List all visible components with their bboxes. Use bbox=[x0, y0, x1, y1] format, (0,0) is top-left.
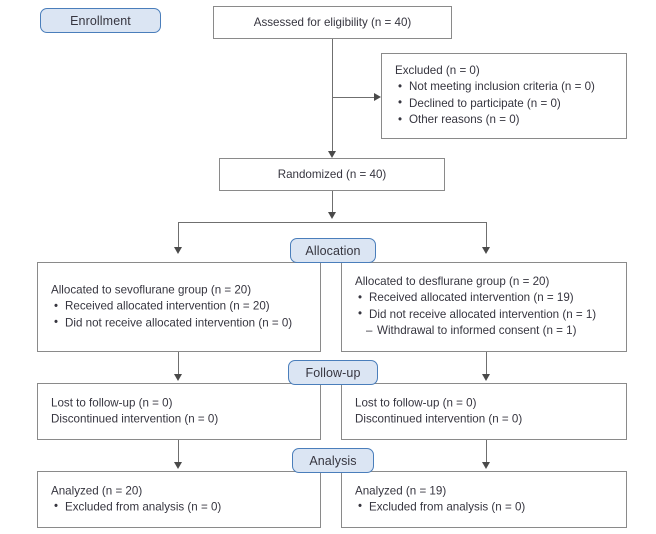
arrowhead-follow-right-to-analysis-right bbox=[481, 462, 490, 469]
line-follow-right-0: Lost to follow-up (n = 0) bbox=[355, 396, 477, 410]
arrowhead-allocation-split-left bbox=[173, 247, 182, 254]
arrowhead-alloc-left-to-follow-left bbox=[173, 374, 182, 381]
connector-allocation-split-bar bbox=[178, 222, 486, 223]
line-alloc-right-3: Withdrawal to informed consent (n = 1) bbox=[355, 323, 618, 340]
arrowhead-allocation-split-right bbox=[481, 247, 490, 254]
stage-pill-followup: Follow-up bbox=[288, 360, 378, 385]
line-analysis-left-0: Analyzed (n = 20) bbox=[51, 484, 143, 498]
connector-allocation-split-left bbox=[178, 222, 179, 248]
node-analysis-left: Analyzed (n = 20) Excluded from analysis… bbox=[37, 471, 321, 528]
connector-assessed-to-randomized bbox=[332, 39, 333, 151]
stage-pill-allocation-label: Allocation bbox=[305, 243, 361, 258]
node-analysis-left-text: Analyzed (n = 20) Excluded from analysis… bbox=[51, 483, 312, 516]
stage-pill-enrollment: Enrollment bbox=[40, 8, 161, 33]
node-excluded-text: Excluded (n = 0) Not meeting inclusion c… bbox=[395, 63, 618, 129]
node-followup-left-text: Lost to follow-up (n = 0) Discontinued i… bbox=[51, 395, 312, 428]
node-assessed-for-eligibility: Assessed for eligibility (n = 40) bbox=[213, 6, 452, 39]
node-followup-right-text: Lost to follow-up (n = 0) Discontinued i… bbox=[355, 395, 618, 428]
line-excluded-2: Declined to participate (n = 0) bbox=[395, 95, 618, 112]
node-followup-left: Lost to follow-up (n = 0) Discontinued i… bbox=[37, 383, 321, 440]
line-alloc-right-0: Allocated to desflurane group (n = 20) bbox=[355, 275, 550, 289]
node-analysis-right: Analyzed (n = 19) Excluded from analysis… bbox=[341, 471, 627, 528]
node-excluded: Excluded (n = 0) Not meeting inclusion c… bbox=[381, 53, 627, 139]
connector-assessed-to-excluded bbox=[332, 97, 375, 98]
stage-pill-allocation: Allocation bbox=[290, 238, 376, 263]
stage-pill-enrollment-label: Enrollment bbox=[70, 13, 131, 28]
stage-pill-analysis-label: Analysis bbox=[309, 453, 357, 468]
connector-follow-left-to-analysis-left bbox=[178, 440, 179, 464]
arrowhead-follow-left-to-analysis-left bbox=[173, 462, 182, 469]
line-analysis-left-1: Excluded from analysis (n = 0) bbox=[51, 499, 312, 516]
connector-follow-right-to-analysis-right bbox=[486, 440, 487, 464]
node-allocated-desflurane-text: Allocated to desflurane group (n = 20) R… bbox=[355, 274, 618, 340]
line-randomized-0: Randomized (n = 40) bbox=[277, 167, 387, 181]
arrowhead-alloc-right-to-follow-right bbox=[481, 374, 490, 381]
node-assessed-for-eligibility-text: Assessed for eligibility (n = 40) bbox=[214, 14, 451, 30]
line-excluded-3: Other reasons (n = 0) bbox=[395, 112, 618, 129]
arrowhead-assessed-to-excluded bbox=[374, 92, 381, 101]
node-allocated-desflurane: Allocated to desflurane group (n = 20) R… bbox=[341, 262, 627, 352]
line-alloc-left-2: Did not receive allocated intervention (… bbox=[51, 315, 312, 332]
node-allocated-sevoflurane: Allocated to sevoflurane group (n = 20) … bbox=[37, 262, 321, 352]
line-analysis-right-0: Analyzed (n = 19) bbox=[355, 484, 447, 498]
line-follow-left-1: Discontinued intervention (n = 0) bbox=[51, 412, 219, 426]
line-alloc-left-0: Allocated to sevoflurane group (n = 20) bbox=[51, 283, 252, 297]
connector-alloc-left-to-follow-left bbox=[178, 352, 179, 376]
connector-alloc-right-to-follow-right bbox=[486, 352, 487, 376]
node-analysis-right-text: Analyzed (n = 19) Excluded from analysis… bbox=[355, 483, 618, 516]
line-analysis-right-1: Excluded from analysis (n = 0) bbox=[355, 499, 618, 516]
arrowhead-randomized-down bbox=[327, 212, 336, 219]
connector-randomized-down bbox=[332, 191, 333, 213]
line-excluded-0: Excluded (n = 0) bbox=[395, 64, 480, 78]
line-alloc-right-2: Did not receive allocated intervention (… bbox=[355, 306, 618, 323]
stage-pill-analysis: Analysis bbox=[292, 448, 374, 473]
line-alloc-left-1: Received allocated intervention (n = 20) bbox=[51, 298, 312, 315]
connector-allocation-split-right bbox=[486, 222, 487, 248]
line-assessed-0: Assessed for eligibility (n = 40) bbox=[253, 15, 412, 29]
line-follow-right-1: Discontinued intervention (n = 0) bbox=[355, 412, 523, 426]
arrowhead-assessed-to-randomized bbox=[327, 151, 336, 158]
line-excluded-1: Not meeting inclusion criteria (n = 0) bbox=[395, 79, 618, 96]
line-alloc-right-1: Received allocated intervention (n = 19) bbox=[355, 290, 618, 307]
node-followup-right: Lost to follow-up (n = 0) Discontinued i… bbox=[341, 383, 627, 440]
node-randomized: Randomized (n = 40) bbox=[219, 158, 445, 191]
line-follow-left-0: Lost to follow-up (n = 0) bbox=[51, 396, 173, 410]
node-randomized-text: Randomized (n = 40) bbox=[220, 166, 444, 182]
node-allocated-sevoflurane-text: Allocated to sevoflurane group (n = 20) … bbox=[51, 282, 312, 331]
stage-pill-followup-label: Follow-up bbox=[305, 365, 361, 380]
